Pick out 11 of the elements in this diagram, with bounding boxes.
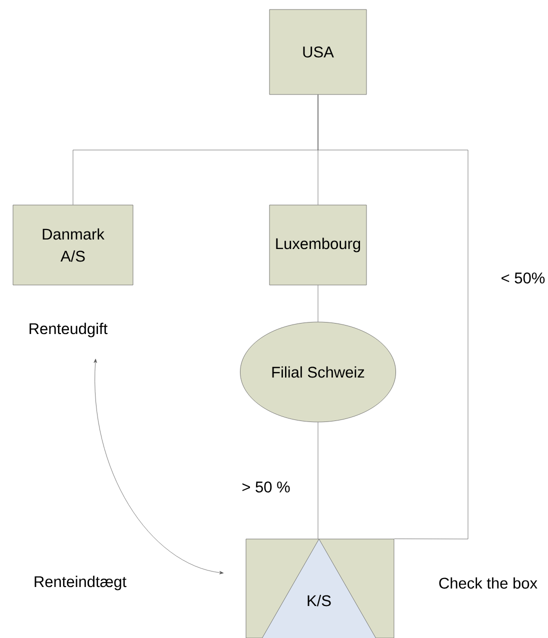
edge-label: > 50 % xyxy=(242,482,290,492)
entity-box: USA xyxy=(269,9,367,95)
partnership-box: K/S xyxy=(246,538,394,638)
note-text: Renteindtægt xyxy=(34,576,126,590)
entity-box: Luxembourg xyxy=(269,204,367,286)
entity-box: Danmark A/S xyxy=(12,204,134,286)
connector-line xyxy=(318,94,468,540)
note-text: Check the box xyxy=(439,577,538,589)
edge-label: < 50% xyxy=(502,272,545,284)
note-text: Renteudgift xyxy=(30,322,108,338)
curved-arrow xyxy=(94,358,224,574)
